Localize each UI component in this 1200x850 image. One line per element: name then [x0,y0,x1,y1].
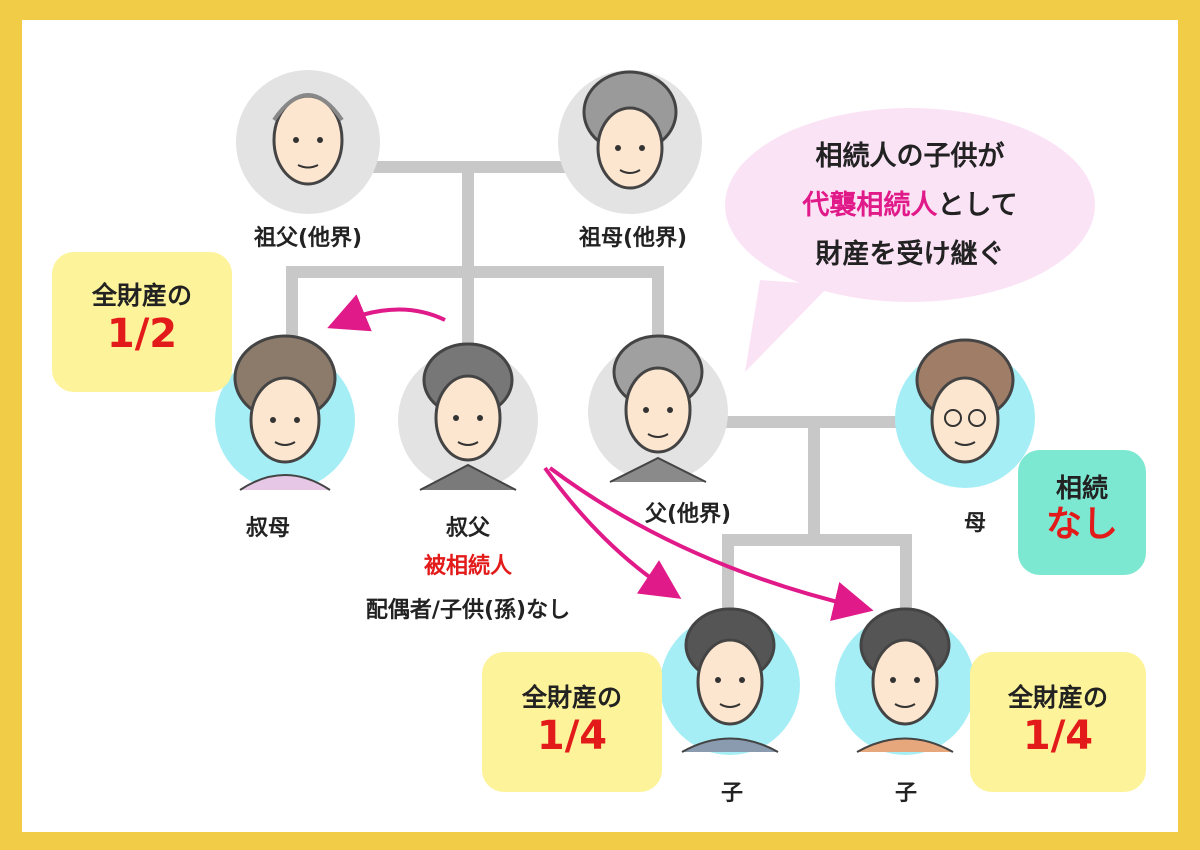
child2-share-box: 全財産の 1/4 [970,652,1146,792]
tree-connectors [286,161,912,610]
deceased-role-label: 被相続人 [423,554,513,579]
arrow-to-aunt [327,294,446,332]
mother-avatar [895,338,1035,488]
uncle-label: 叔父 [445,516,491,541]
mother-label: 母 [963,511,987,536]
child2-avatar [835,607,975,755]
father-avatar [588,334,728,483]
bubble-line2: 代襲相続人として [745,181,1075,230]
child1-avatar [660,607,800,755]
bubble-line1: 相続人の子供が [815,141,1005,172]
grandfather-label: 祖父(他界) [253,226,363,251]
child1-share-line1: 全財産の [521,683,622,712]
bubble-highlight: 代襲相続人 [802,190,938,221]
speech-bubble [725,108,1095,372]
grandmother-avatar [558,70,702,214]
aunt-label: 叔母 [245,516,291,541]
bubble-line3: 財産を受け継ぐ [815,239,1005,270]
child1-label: 子 [720,781,744,806]
child2-share-line1: 全財産の [1007,683,1108,712]
mother-status-box: 相続 なし [1018,450,1146,575]
uncle-note: 配偶者/子供(孫)なし [365,598,571,623]
child1-share-box: 全財産の 1/4 [482,652,662,792]
grandfather-avatar [236,70,380,214]
child2-share-fraction: 1/4 [1022,713,1094,759]
arrow-to-child1 [543,466,682,599]
uncle-avatar [398,342,538,491]
child1-share-fraction: 1/4 [536,713,608,759]
father-label: 父(他界) [644,502,732,527]
aunt-avatar [215,334,355,491]
bubble-line2-rest: として [937,190,1018,221]
aunt-share-fraction: 1/2 [106,311,178,357]
child2-label: 子 [894,781,918,806]
inheritance-arrows [327,294,874,621]
arrow-to-child2 [548,466,874,621]
grandmother-label: 祖母(他界) [578,226,688,251]
bubble-text: 相続人の子供が 代襲相続人として 財産を受け継ぐ [745,132,1075,279]
mother-status-line2: なし [1045,504,1118,545]
aunt-share-line1: 全財産の [91,281,192,310]
aunt-share-box: 全財産の 1/2 [52,252,232,392]
mother-status-line1: 相続 [1055,474,1108,504]
